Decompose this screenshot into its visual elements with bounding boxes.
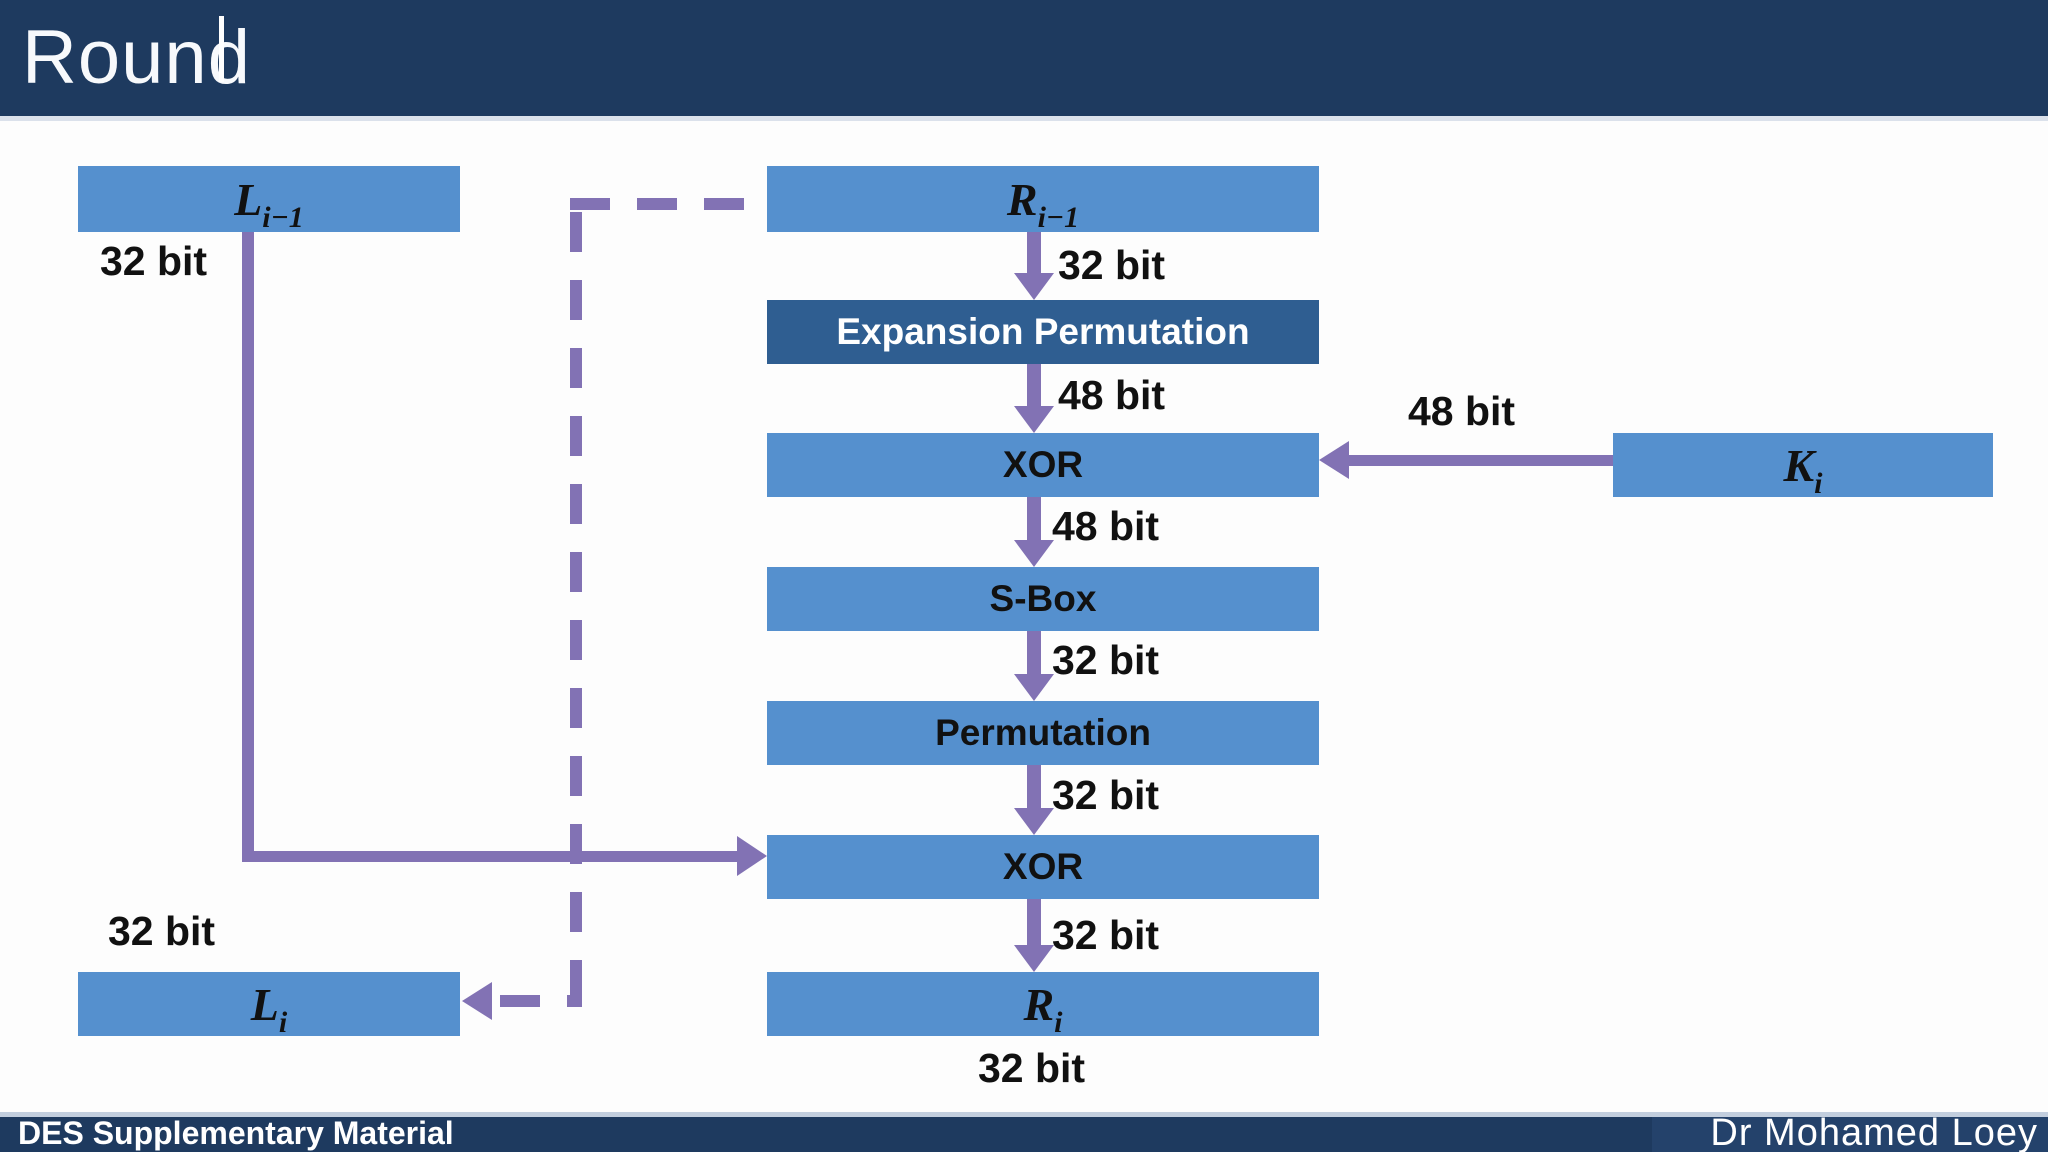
bit-label-xor-to-r-next: 32 bit	[1052, 912, 1160, 958]
node-xor-top: XOR	[767, 433, 1319, 497]
arrow-head-icon	[1014, 406, 1054, 433]
arrow-stem	[1027, 631, 1041, 676]
node-xor-bottom-label: XOR	[1002, 846, 1084, 887]
arrow-head-icon	[1014, 808, 1054, 835]
dashed-segment	[570, 198, 767, 210]
node-key: Ki	[1613, 433, 1993, 500]
bit-label-sbox-to-permutation: 32 bit	[1052, 637, 1160, 683]
bit-label-permutation-to-xor: 32 bit	[1052, 772, 1160, 818]
node-expansion-permutation-label: Expansion Permutation	[836, 311, 1250, 352]
node-expansion-permutation: Expansion Permutation	[767, 300, 1319, 364]
arrow-head-icon	[1014, 540, 1054, 567]
node-l-prev-label: Li−1	[234, 173, 304, 234]
footer-author-name: Dr Mohamed Loey	[1710, 1112, 2038, 1152]
arrow-stem	[1027, 899, 1041, 947]
node-r-next: Ri	[767, 972, 1319, 1039]
bit-label-expansion-to-xor: 48 bit	[1058, 372, 1166, 418]
connector-stem	[242, 851, 738, 862]
footer-right-panel	[1652, 1117, 2048, 1152]
arrow-head-icon	[1014, 674, 1054, 701]
arrow-head-icon	[1014, 273, 1054, 300]
arrow-stem	[1027, 765, 1041, 810]
node-sbox: S-Box	[767, 567, 1319, 631]
arrow-stem	[1340, 455, 1613, 466]
arrow-stem	[1027, 364, 1041, 408]
arrow-head-icon	[1319, 441, 1349, 479]
node-sbox-label: S-Box	[989, 578, 1097, 619]
header-bar: Round	[0, 0, 2048, 117]
node-permutation: Permutation	[767, 701, 1319, 765]
node-l-prev: Li−1	[78, 166, 460, 232]
node-permutation-label: Permutation	[935, 712, 1151, 753]
node-key-label: Ki	[1783, 439, 1823, 500]
page-title: Round	[22, 15, 251, 100]
arrow-stem	[1027, 232, 1041, 276]
bit-label-under-r-next: 32 bit	[978, 1045, 1086, 1091]
bit-label-above-l-next: 32 bit	[108, 908, 216, 954]
arrow-stem	[1027, 497, 1041, 542]
header-underline	[0, 116, 2048, 121]
dashed-segment	[500, 995, 582, 1007]
bit-label-r-prev-to-expansion: 32 bit	[1058, 242, 1166, 288]
footer-course-title: DES Supplementary Material	[18, 1115, 454, 1151]
dashed-segment	[570, 212, 582, 1007]
arrow-head-icon	[737, 836, 767, 876]
title-caret-line	[219, 16, 224, 82]
node-r-next-label: Ri	[1023, 978, 1063, 1039]
node-xor-top-label: XOR	[1002, 444, 1084, 485]
footer-topline	[0, 1112, 2048, 1117]
node-l-next-label: Li	[250, 978, 288, 1039]
bit-label-xor-to-sbox: 48 bit	[1052, 503, 1160, 549]
arrow-head-icon	[1014, 945, 1054, 972]
node-l-next: Li	[78, 972, 460, 1039]
bit-label-key-to-xor: 48 bit	[1408, 388, 1516, 434]
node-r-prev-label: Ri−1	[1006, 173, 1080, 234]
node-r-prev: Ri−1	[767, 166, 1319, 232]
arrow-head-icon	[462, 982, 492, 1020]
connector-stem	[242, 232, 254, 862]
node-xor-bottom: XOR	[767, 835, 1319, 899]
bit-label-under-l-prev: 32 bit	[100, 238, 208, 284]
